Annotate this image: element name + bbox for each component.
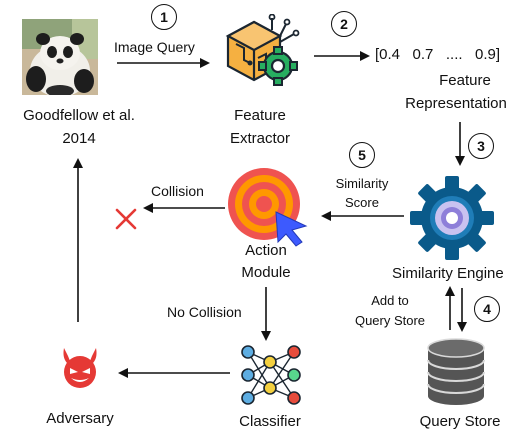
step-5-badge: 5 xyxy=(349,142,375,168)
step-2-badge: 2 xyxy=(331,11,357,37)
step-3-badge: 3 xyxy=(468,133,494,159)
similarity-engine-icon xyxy=(410,176,494,260)
action-module-icon xyxy=(228,168,308,247)
collision-cross-icon xyxy=(115,208,137,230)
image-caption-line1: Goodfellow et al. xyxy=(23,107,135,124)
action-module-line1: Action xyxy=(245,242,287,259)
edge-label-similarity-line1: Similarity xyxy=(335,176,389,191)
panda-image xyxy=(22,19,98,95)
step-1-badge: 1 xyxy=(151,4,177,30)
feature-extractor-line2: Extractor xyxy=(229,130,290,147)
edge-label-add-to-line2: Query Store xyxy=(354,313,426,328)
adversary-devil-icon xyxy=(63,348,97,388)
query-store-label: Query Store xyxy=(419,413,501,430)
feature-extractor-line1: Feature xyxy=(234,107,286,124)
feature-representation-line2: Representation xyxy=(405,95,507,112)
edge-label-add-to-line1: Add to xyxy=(371,293,409,308)
feature-extractor-icon xyxy=(225,14,300,86)
edge-label-no-collision: No Collision xyxy=(167,304,242,320)
classifier-label: Classifier xyxy=(239,413,301,430)
adversary-label: Adversary xyxy=(46,410,114,427)
feature-representation-line1: Feature xyxy=(439,72,491,89)
image-caption-line2: 2014 xyxy=(62,130,96,147)
query-store-database-icon xyxy=(427,338,485,405)
similarity-engine-label: Similarity Engine xyxy=(392,265,504,282)
edge-label-similarity-line2: Score xyxy=(345,195,379,210)
feature-vector: [0.4 0.7 .... 0.9] xyxy=(375,46,501,63)
action-module-line2: Module xyxy=(241,264,291,281)
step-4-badge: 4 xyxy=(474,296,500,322)
classifier-network-icon xyxy=(241,345,301,405)
edge-label-collision: Collision xyxy=(151,183,204,199)
edge-label-image-query: Image Query xyxy=(114,39,195,55)
